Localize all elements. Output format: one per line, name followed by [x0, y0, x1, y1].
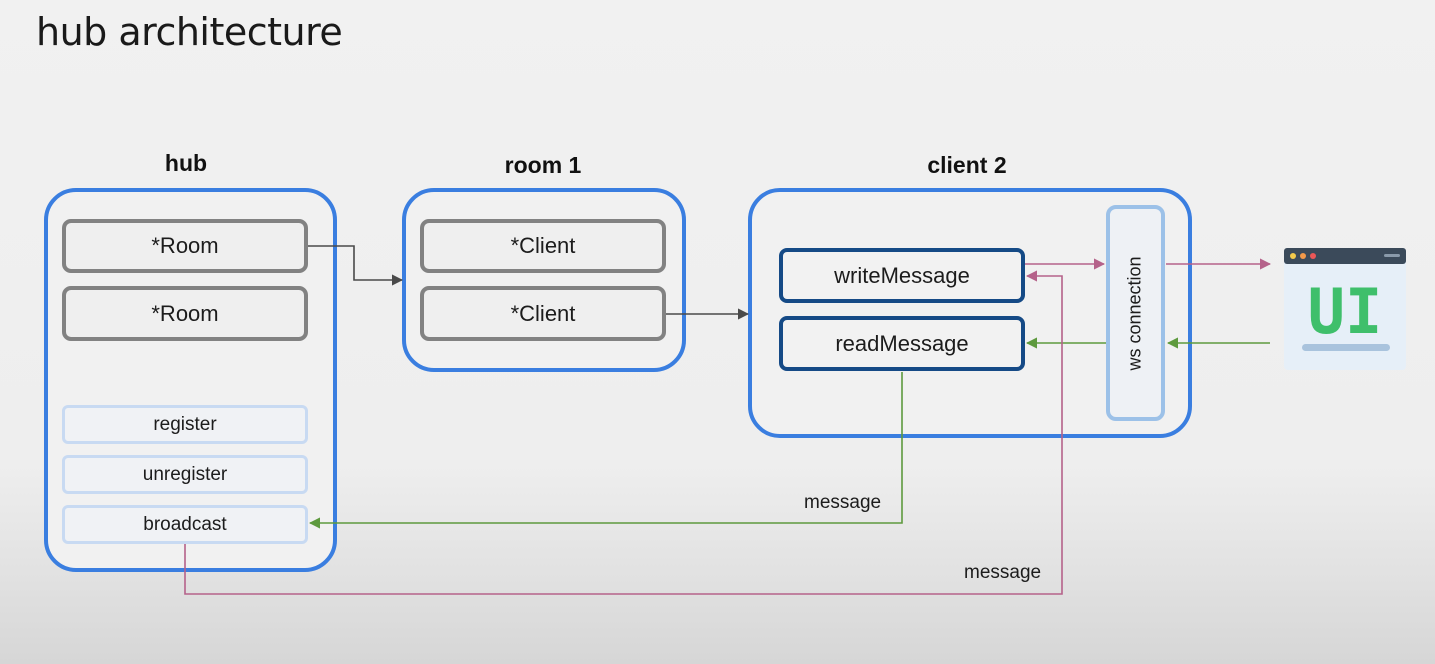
room-client-pointer-1: *Client — [420, 219, 666, 273]
browser-window-icon: UI — [1284, 248, 1406, 370]
read-message-box: readMessage — [779, 316, 1025, 371]
hub-room-pointer-1: *Room — [62, 219, 308, 273]
client-heading: client 2 — [927, 152, 1007, 178]
page-title: hub architecture — [36, 10, 343, 54]
broadcast-channel: broadcast — [62, 505, 308, 544]
ui-icon-label: UI — [1308, 275, 1383, 348]
message-label-lower: message — [964, 562, 1042, 583]
broadcast-to-write-arrow — [184, 270, 1063, 595]
hub-room-pointer-2: *Room — [62, 286, 308, 341]
room-container — [402, 188, 686, 372]
hub-heading: hub — [164, 150, 208, 176]
room-heading: room 1 — [504, 152, 582, 178]
message-label-upper: message — [804, 492, 882, 513]
register-channel: register — [62, 405, 308, 444]
room-client-pointer-2: *Client — [420, 286, 666, 341]
write-message-box: writeMessage — [779, 248, 1025, 303]
ws-connection-box: ws connection — [1106, 205, 1165, 421]
read-to-broadcast-arrow — [308, 372, 903, 529]
unregister-channel: unregister — [62, 455, 308, 494]
room-pointer-arrow — [308, 245, 404, 286]
